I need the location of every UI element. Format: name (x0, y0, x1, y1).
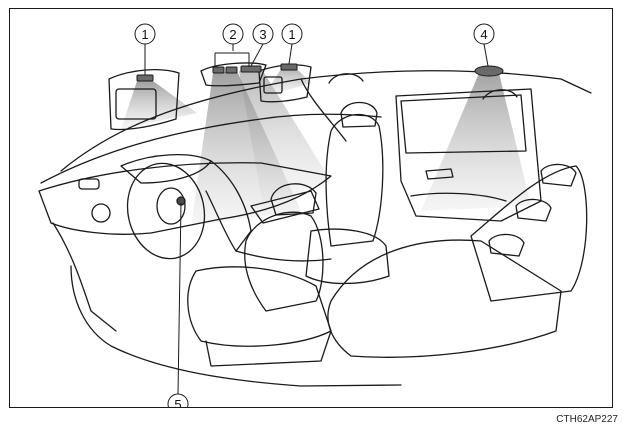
windshield-frame (40, 113, 382, 184)
vanity-mirror-driver (115, 88, 157, 120)
svg-text:2: 2 (229, 27, 236, 42)
driver-headrest (270, 183, 317, 216)
overhead-console (200, 62, 267, 87)
passenger-seat-cushion (305, 228, 390, 285)
vanity-mirror-passenger (263, 76, 283, 94)
rear-interior-lamp (474, 65, 504, 77)
steering-wheel (126, 162, 206, 260)
driver-seat-cushion (187, 266, 332, 347)
rear-headrest-3 (488, 233, 525, 257)
leader-3 (250, 43, 264, 67)
callout-1-passenger: 1 (281, 23, 303, 45)
center-tunnel (235, 250, 332, 262)
leader-2 (214, 44, 250, 67)
rear-seat-back (470, 165, 588, 302)
rear-door-armrest (410, 192, 507, 202)
floor-outline (70, 265, 402, 387)
leader-4 (483, 43, 489, 67)
callout-5: 5 (167, 393, 189, 407)
callout-3: 3 (252, 23, 274, 45)
svg-text:5: 5 (174, 397, 181, 407)
callouts: 1 2 3 1 4 5 (134, 23, 495, 407)
rear-door (395, 88, 542, 222)
driver-seat-base (205, 330, 332, 367)
svg-text:1: 1 (288, 27, 295, 42)
lamps (136, 63, 504, 82)
rear-door-window (400, 94, 527, 154)
vent-round (91, 203, 111, 223)
driver-seat-back (244, 211, 324, 312)
interior-lamp-front (240, 65, 262, 73)
leader-lines (144, 43, 489, 395)
rear-headrest-1 (540, 163, 577, 187)
passenger-headrest (340, 101, 378, 128)
rear-seat-cushion (327, 239, 562, 358)
vanity-lamp-passenger (280, 63, 298, 71)
grab-handle-right (482, 89, 518, 100)
grab-handle-left (328, 73, 364, 84)
vanity-beam-passenger (263, 69, 311, 97)
instrument-hood (120, 154, 212, 184)
vanity-lamp-driver (136, 74, 154, 82)
figure-frame: 1 2 3 1 4 5 (9, 8, 613, 408)
dash-lower (52, 222, 117, 332)
svg-text:1: 1 (141, 27, 148, 42)
figure-code: CTH62AP227 (556, 414, 618, 425)
steering-hub (156, 187, 186, 225)
callout-4: 4 (473, 23, 495, 45)
sun-visor-driver (108, 69, 180, 131)
callout-1-driver: 1 (134, 23, 156, 45)
car-interior-illustration: 1 2 3 1 4 5 (38, 23, 592, 407)
a-pillar (300, 78, 347, 142)
svg-text:3: 3 (259, 27, 266, 42)
callout-2: 2 (222, 23, 244, 45)
rear-light-beam (421, 73, 531, 211)
vent-left (78, 178, 100, 190)
rear-door-handle (425, 168, 454, 180)
personal-lamp-left (212, 66, 225, 74)
leader-5 (177, 202, 182, 395)
personal-lamp-right (225, 66, 238, 74)
sun-visor-passenger (258, 64, 312, 103)
vanity-beam-driver (121, 81, 197, 129)
passenger-seat-back (325, 113, 384, 247)
rear-headrest-2 (515, 198, 552, 222)
svg-text:4: 4 (480, 27, 487, 42)
glovebox (250, 190, 320, 224)
leader-1b (288, 43, 293, 65)
dashboard (38, 162, 332, 235)
